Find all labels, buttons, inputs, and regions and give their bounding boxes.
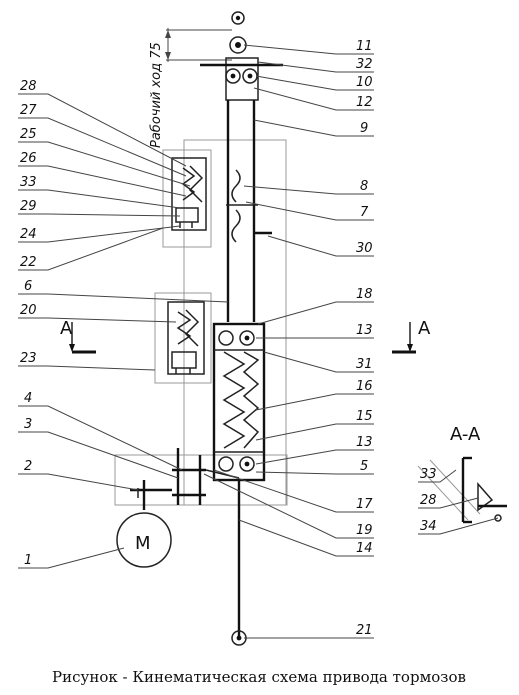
figure-caption: Рисунок - Кинематическая схема привода т… xyxy=(52,668,466,686)
svg-text:M: M xyxy=(135,533,151,554)
callout-8: 8 xyxy=(360,179,368,194)
callout-33: 33 xyxy=(20,175,37,190)
callout-12: 12 xyxy=(356,95,373,110)
callout-28: 28 xyxy=(20,79,37,94)
stroke-dimension: Рабочий ход 75 xyxy=(149,28,232,148)
callout-21: 21 xyxy=(356,623,373,638)
spring-assembly xyxy=(212,322,266,482)
upper-brake-housing xyxy=(162,149,212,248)
lower-brake xyxy=(167,301,205,375)
callout-labels: 11 32 10 12 9 8 7 30 18 13 31 16 15 13 5… xyxy=(20,39,437,638)
callout-27: 27 xyxy=(20,103,37,118)
callout-18: 18 xyxy=(356,287,373,302)
leader-lines xyxy=(203,44,374,639)
callout-19: 19 xyxy=(356,523,373,538)
svg-text:A: A xyxy=(418,318,431,339)
upper-block xyxy=(200,36,283,101)
callout-31: 31 xyxy=(356,357,373,372)
callout-30: 30 xyxy=(356,241,373,256)
callout-28-section: 28 xyxy=(420,493,437,508)
rods xyxy=(226,100,272,638)
callout-23: 23 xyxy=(20,351,37,366)
top-center-mark xyxy=(231,11,245,25)
callout-1: 1 xyxy=(24,553,32,568)
callout-17: 17 xyxy=(356,497,373,512)
working-stroke-label: Рабочий ход 75 xyxy=(149,42,164,148)
callout-4: 4 xyxy=(24,391,32,406)
section-marker-left: A xyxy=(60,318,96,354)
callout-22: 22 xyxy=(20,255,37,270)
svg-text:A: A xyxy=(60,318,73,339)
callout-33-section: 33 xyxy=(420,467,437,482)
callout-34: 34 xyxy=(420,519,437,534)
callout-7: 7 xyxy=(360,205,369,220)
callout-5: 5 xyxy=(360,459,368,474)
callout-13-lower: 13 xyxy=(356,435,373,450)
callout-11: 11 xyxy=(356,39,373,54)
callout-3: 3 xyxy=(24,417,32,432)
callout-10: 10 xyxy=(356,75,373,90)
leader-lines-left xyxy=(18,93,499,569)
callout-9: 9 xyxy=(360,121,368,136)
callout-25: 25 xyxy=(20,127,37,142)
svg-text:A-A: A-A xyxy=(450,424,481,445)
lower-brake-housing xyxy=(154,292,212,384)
callout-32: 32 xyxy=(356,57,373,72)
callout-20: 20 xyxy=(20,303,37,318)
callout-16: 16 xyxy=(356,379,373,394)
callout-2: 2 xyxy=(24,459,32,474)
callout-24: 24 xyxy=(20,227,37,242)
callout-26: 26 xyxy=(20,151,37,166)
callout-14: 14 xyxy=(356,541,373,556)
motor: M xyxy=(116,512,172,568)
callout-6: 6 xyxy=(24,279,32,294)
callout-15: 15 xyxy=(356,409,373,424)
callout-29: 29 xyxy=(20,199,37,214)
section-aa-detail: A-A xyxy=(417,424,507,524)
callout-13-upper: 13 xyxy=(356,323,373,338)
frame-outline xyxy=(183,139,287,506)
upper-brake xyxy=(171,157,207,231)
section-marker-right: A xyxy=(392,318,431,354)
